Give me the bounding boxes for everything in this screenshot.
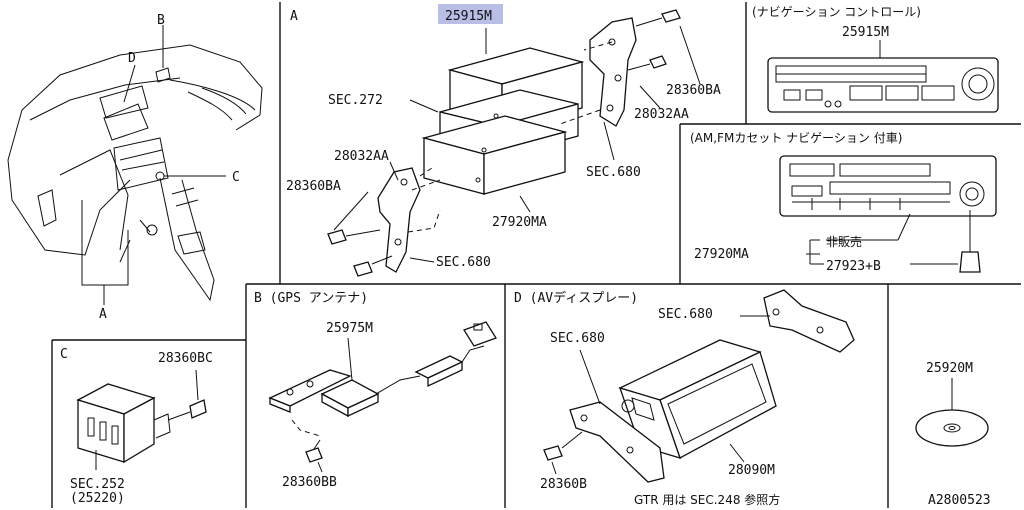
callout-b-25975m: 25975M bbox=[326, 321, 373, 336]
gps-antenna bbox=[268, 321, 497, 473]
relay-module bbox=[76, 369, 207, 470]
callout-a-25915m: 25915M bbox=[445, 9, 492, 24]
callout-d-28090m: 28090M bbox=[728, 463, 775, 478]
callout-a-sec680-right: SEC.680 bbox=[586, 165, 641, 180]
callout-a-27920ma: 27920MA bbox=[492, 215, 547, 230]
av-display-unit bbox=[543, 289, 855, 483]
left-bracket bbox=[327, 167, 441, 277]
highlight-box bbox=[438, 4, 503, 24]
callout-b-28360bb: 28360BB bbox=[282, 475, 337, 490]
right-bracket bbox=[559, 9, 681, 127]
callout-a-28360ba-left: 28360BA bbox=[286, 179, 341, 194]
section-b-title: B (GPS アンテナ) bbox=[254, 291, 368, 306]
callout-a-28360ba-top: 28360BA bbox=[666, 83, 721, 98]
am-fm-not-sold: 非販売 bbox=[826, 234, 862, 249]
callout-d-sec680-top: SEC.680 bbox=[658, 307, 713, 322]
callout-c-28360bc: 28360BC bbox=[158, 351, 213, 366]
callout-c-sec252: SEC.252 bbox=[70, 477, 125, 492]
callout-a-sec680-left: SEC.680 bbox=[436, 255, 491, 270]
overview-label-a: A bbox=[99, 307, 107, 322]
nav-control-part: 25915M bbox=[842, 25, 889, 40]
nav-control-faceplate bbox=[767, 57, 999, 113]
section-d-note: GTR 用は SEC.248 参照方 bbox=[634, 492, 780, 507]
panel-frames bbox=[51, 2, 1021, 508]
section-a-title: A bbox=[290, 9, 298, 24]
section-d-title: D (AVディスプレー) bbox=[514, 290, 638, 306]
am-fm-part-27920ma: 27920MA bbox=[694, 247, 749, 262]
callout-d-28360b: 28360B bbox=[540, 477, 587, 492]
overview-label-d: D bbox=[128, 51, 136, 66]
am-fm-faceplate bbox=[779, 155, 997, 217]
callout-a-28032aa-left: 28032AA bbox=[334, 149, 389, 164]
am-fm-caption: (AM,FMカセット ナビゲーション 付車) bbox=[690, 131, 902, 145]
am-fm-part-27923b: 27923+B bbox=[826, 259, 881, 274]
section-a-leaders bbox=[333, 25, 701, 263]
overview-label-c: C bbox=[232, 170, 240, 185]
callout-d-sec680-left: SEC.680 bbox=[550, 331, 605, 346]
dashboard-overview bbox=[7, 25, 263, 305]
callout-a-28032aa-right: 28032AA bbox=[634, 107, 689, 122]
disc-part: 25920M bbox=[926, 361, 973, 376]
diagram-code: A2800523 bbox=[928, 493, 991, 508]
callout-c-25220: (25220) bbox=[70, 491, 125, 506]
am-fm-leaders bbox=[806, 210, 981, 273]
nav-control-unit-exploded bbox=[421, 47, 585, 195]
section-c-title: C bbox=[60, 347, 68, 362]
nav-control-caption: (ナビゲーション コントロール) bbox=[752, 5, 921, 19]
callout-a-sec272: SEC.272 bbox=[328, 93, 383, 108]
cd-disc bbox=[915, 409, 989, 447]
overview-label-b: B bbox=[157, 13, 165, 28]
